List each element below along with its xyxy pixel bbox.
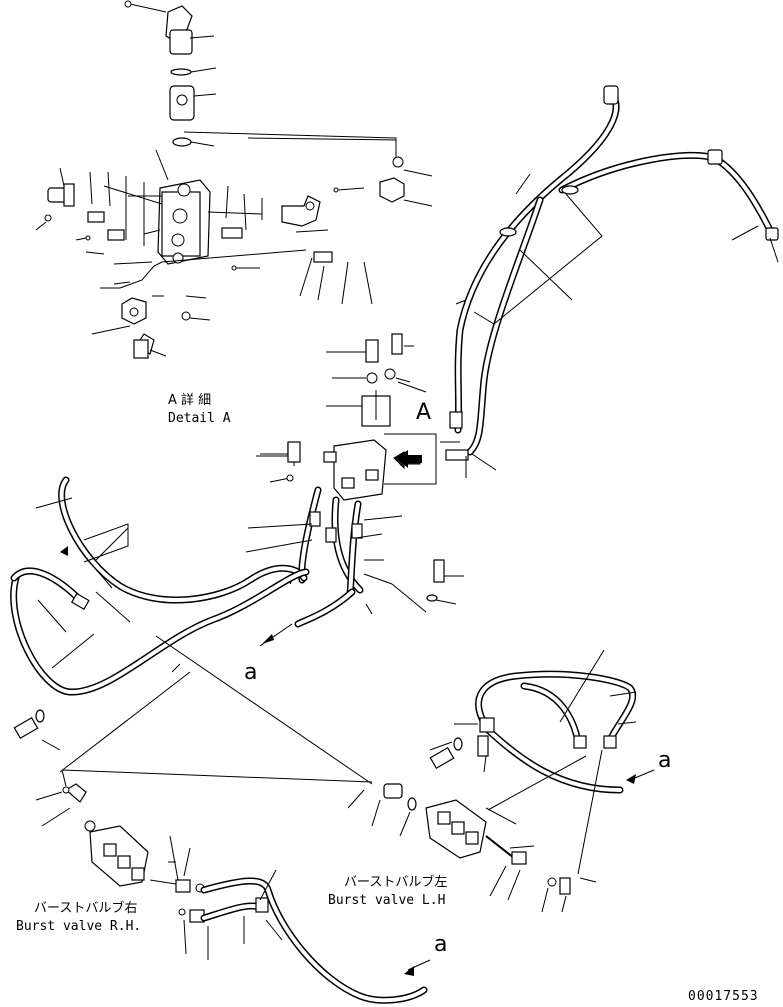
connection-label-a-1: a	[244, 660, 258, 685]
detail-leaders	[100, 261, 153, 289]
burst-valve-left-label-en: Burst valve L.H	[328, 893, 446, 908]
center-valve-assembly	[245, 333, 464, 647]
right-upper-hose	[440, 85, 779, 478]
burst-valve-left-drawing	[347, 783, 571, 913]
detail-title-jp: A 詳 細	[168, 393, 212, 408]
right-lower-hose	[429, 649, 655, 883]
burst-valve-left-label-jp: バーストバルブ左	[344, 875, 448, 890]
detail-title-en: Detail A	[168, 411, 231, 426]
left-hose-loop	[10, 476, 373, 785]
burst-valve-right-drawing	[35, 769, 431, 1004]
drawing-number: 00017553	[688, 989, 759, 1004]
detail-callout: A	[416, 400, 432, 425]
detail-a-assembly	[35, 0, 433, 359]
burst-valve-right-label-jp: バーストバルブ右	[34, 901, 138, 916]
connection-label-a-3: a	[434, 932, 448, 957]
connection-label-a-2: a	[658, 748, 672, 773]
burst-valve-right-label-en: Burst valve R.H.	[16, 919, 142, 934]
